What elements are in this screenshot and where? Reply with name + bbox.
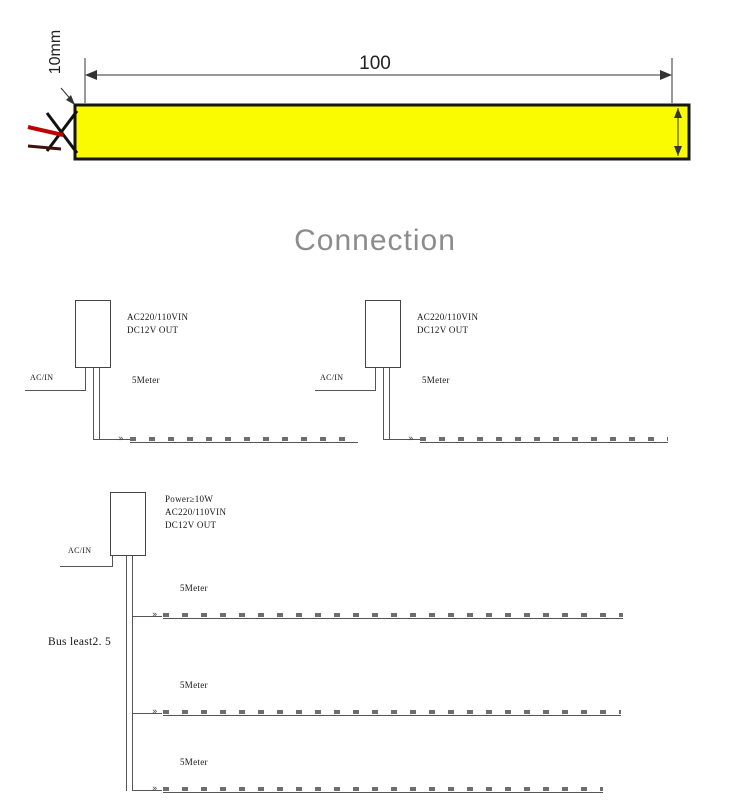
- led-strip-c3: [163, 787, 603, 793]
- strip-connector-c3-icon: »: [152, 784, 158, 794]
- segment-label-c2: 5Meter: [180, 680, 208, 690]
- psu-b-spec-line1: AC220/110VIN: [417, 312, 479, 322]
- dc-wire-b-link: [383, 439, 421, 440]
- ac-wire-a-riser: [85, 368, 86, 391]
- power-supply-c: [110, 492, 146, 556]
- led-strip-a: [130, 437, 358, 443]
- dc-wire-b2: [389, 368, 390, 440]
- dimension-arrow-right-icon: [660, 70, 672, 80]
- width-arrow-down-icon: [674, 146, 682, 156]
- width-arrow-up-icon: [674, 108, 682, 118]
- ac-wire-b: [315, 390, 376, 391]
- ac-in-label-c: AC/IN: [68, 546, 92, 555]
- ac-in-label-a: AC/IN: [30, 373, 54, 382]
- bus-label: Bus least2. 5: [48, 636, 111, 648]
- led-strip-c2: [163, 710, 621, 716]
- psu-c-spec-line1: Power≥10W: [165, 494, 214, 504]
- bus-wire-2: [132, 556, 133, 791]
- power-supply-b: [365, 300, 401, 368]
- dimension-arrow-left-icon: [85, 70, 97, 80]
- section-title: Connection: [294, 224, 456, 257]
- bus-wire-1: [126, 556, 127, 791]
- dc-wire-a-link: [93, 439, 131, 440]
- segment-label-c1: 5Meter: [180, 583, 208, 593]
- branch-wire-3: [132, 790, 162, 791]
- segment-label-a: 5Meter: [132, 375, 160, 385]
- psu-b-spec-line2: DC12V OUT: [417, 325, 469, 335]
- dc-wire-a1: [93, 368, 94, 440]
- dc-wire-b1: [383, 368, 384, 440]
- strip-connector-c2-icon: »: [152, 707, 158, 717]
- branch-wire-1: [132, 616, 162, 617]
- ac-wire-a: [25, 390, 86, 391]
- ac-wire-c: [60, 566, 113, 567]
- input-wires: [27, 110, 79, 154]
- segment-label-c3: 5Meter: [180, 757, 208, 767]
- power-supply-a: [75, 300, 111, 368]
- length-dimension-label: 100: [359, 53, 391, 74]
- led-strip-c1: [163, 613, 623, 619]
- branch-wire-2: [132, 713, 162, 714]
- ac-wire-b-riser: [375, 368, 376, 391]
- ac-wire-c-riser: [112, 556, 113, 566]
- psu-a-spec-line2: DC12V OUT: [127, 325, 179, 335]
- dimension-drawing: 100 10mm: [27, 30, 691, 161]
- psu-a-spec-line1: AC220/110VIN: [127, 312, 189, 322]
- width-leader-arrow-icon: [66, 95, 75, 105]
- ac-in-label-b: AC/IN: [320, 373, 344, 382]
- led-strip-profile: [73, 103, 691, 161]
- psu-c-spec-line2: AC220/110VIN: [165, 507, 227, 517]
- dc-wire-a2: [99, 368, 100, 440]
- length-dimension-lines: [84, 58, 673, 103]
- width-dimension-label: 10mm: [47, 30, 64, 74]
- black-wire: [27, 144, 62, 151]
- psu-c-spec-line3: DC12V OUT: [165, 520, 217, 530]
- led-strip-b: [420, 437, 668, 443]
- strip-connector-c1-icon: »: [152, 610, 158, 620]
- segment-label-b: 5Meter: [422, 375, 450, 385]
- strip-connector-a-icon: »: [118, 434, 124, 444]
- strip-connector-b-icon: »: [408, 434, 414, 444]
- red-wire: [27, 125, 64, 137]
